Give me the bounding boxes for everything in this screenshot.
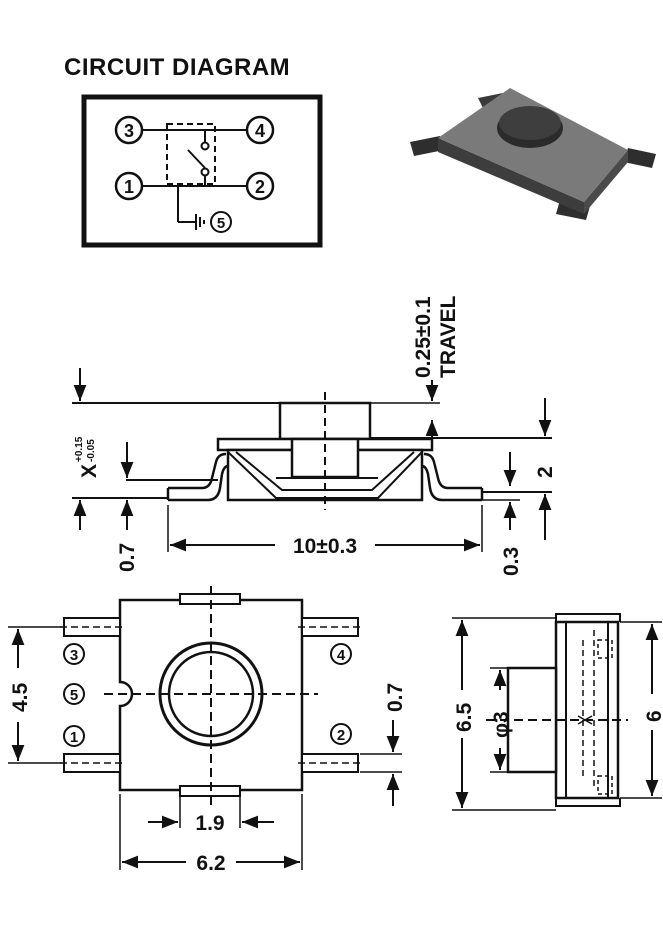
side-dim-right-height: 2 <box>534 466 557 478</box>
circuit-diagram-title: CIRCUIT DIAGRAM <box>64 54 290 81</box>
circuit-diagram: 3 4 1 2 5 <box>81 94 323 248</box>
side-dim-right-bottom: 0.3 <box>500 547 523 576</box>
x-tolerance-plus: +0.15 <box>74 436 85 462</box>
circuit-pin-4 <box>245 115 275 145</box>
switch-contact-bottom <box>200 167 210 177</box>
end-dim-phi: φ3 <box>490 711 513 738</box>
top-pin-3 <box>63 643 85 665</box>
x-dimension-label: X <box>78 464 101 478</box>
svg-text:1: 1 <box>70 729 78 746</box>
top-plunger-inner <box>167 650 255 738</box>
circuit-pin-5-label: 5 <box>217 215 225 232</box>
circuit-frame <box>81 94 323 248</box>
side-dim-left-bottom: 0.7 <box>116 543 139 572</box>
side-dim-width: 10±0.3 <box>293 535 357 558</box>
top-pin-1 <box>63 725 85 747</box>
side-lead-left <box>168 452 227 490</box>
svg-text:3: 3 <box>70 647 78 664</box>
end-dim-outer: 6.5 <box>453 702 476 732</box>
x-tolerance-minus: -0.05 <box>86 439 97 462</box>
top-dim-pin: 0.7 <box>384 683 407 712</box>
svg-text:4: 4 <box>337 647 346 664</box>
top-dim-width: 6.2 <box>196 852 225 875</box>
circuit-pin-2 <box>245 171 275 201</box>
photo-leg-back-right <box>624 148 656 168</box>
switch-lever <box>187 149 206 169</box>
circuit-pin-3-label: 3 <box>124 121 134 141</box>
top-pin-5 <box>63 683 85 705</box>
end-dim-body: 6 <box>643 710 663 722</box>
top-view: 3 5 1 4 2 4.5 0.7 1.9 6.2 <box>8 586 407 875</box>
side-lead-right <box>423 452 482 490</box>
switch-enclosure <box>166 123 216 185</box>
svg-text:5: 5 <box>70 687 78 704</box>
top-dim-height: 4.5 <box>9 682 32 712</box>
top-pin-2 <box>330 723 352 745</box>
switch-contact-top <box>200 141 210 151</box>
end-view: 6.5 φ3 6 <box>452 613 663 811</box>
svg-text:2: 2 <box>337 727 345 744</box>
photo-leg-front-left <box>410 136 444 156</box>
top-plunger-outer <box>158 641 264 747</box>
circuit-pin-3 <box>114 115 144 145</box>
circuit-pin-1 <box>114 171 144 201</box>
product-photo <box>410 88 656 220</box>
travel-value: 0.25±0.1 <box>412 296 435 378</box>
top-pin-4 <box>330 643 352 665</box>
top-dim-inner: 1.9 <box>195 812 224 835</box>
circuit-pin-2-label: 2 <box>255 177 265 197</box>
travel-label: TRAVEL <box>437 295 460 378</box>
side-view: 0.25±0.1 TRAVEL X +0.15 -0.05 0.7 10±0.3… <box>72 295 557 576</box>
circuit-pin-4-label: 4 <box>255 121 265 141</box>
circuit-pin-1-label: 1 <box>124 177 134 197</box>
circuit-pin-5 <box>210 211 232 233</box>
